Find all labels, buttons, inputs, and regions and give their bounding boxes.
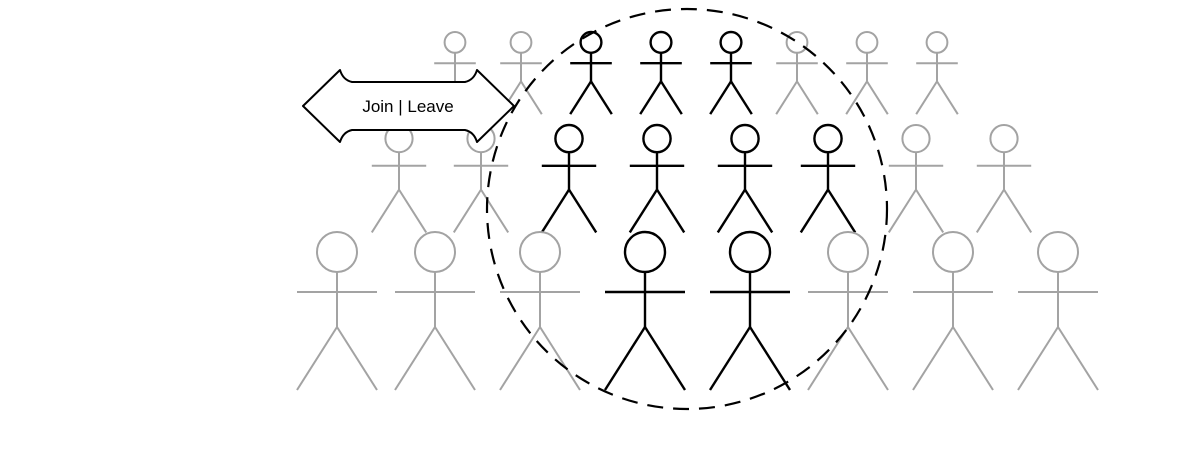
non-member-figure-front-8	[1017, 231, 1099, 391]
non-member-figure-middle-2	[452, 124, 510, 233]
people-crowd	[296, 30, 1099, 391]
group-member-figure-back-3	[569, 30, 613, 115]
non-member-figure-middle-7	[887, 124, 945, 233]
non-member-figure-front-2	[394, 231, 476, 391]
non-member-figure-front-6	[807, 231, 889, 391]
group-member-figure-front-4	[603, 230, 687, 391]
non-member-figure-middle-8	[975, 124, 1033, 233]
group-member-figure-middle-3	[540, 123, 598, 234]
non-member-figure-back-6	[775, 31, 819, 115]
group-member-figure-middle-4	[628, 123, 686, 234]
group-member-figure-front-5	[708, 230, 792, 391]
group-boundary-circle	[485, 7, 889, 411]
non-member-figure-front-1	[296, 231, 378, 391]
double-headed-arrow-icon	[302, 69, 515, 143]
non-member-figure-middle-1	[370, 124, 428, 233]
group-member-figure-back-5	[709, 30, 753, 115]
join-leave-arrow: Join | Leave	[302, 69, 515, 143]
non-member-figure-back-7	[845, 31, 889, 115]
group-member-figure-middle-6	[799, 123, 857, 234]
group-member-figure-middle-5	[716, 123, 774, 234]
join-leave-label: Join | Leave	[362, 97, 453, 116]
non-member-figure-front-3	[499, 231, 581, 391]
non-member-figure-front-7	[912, 231, 994, 391]
group-member-figure-back-4	[639, 30, 683, 115]
non-member-figure-back-8	[915, 31, 959, 115]
